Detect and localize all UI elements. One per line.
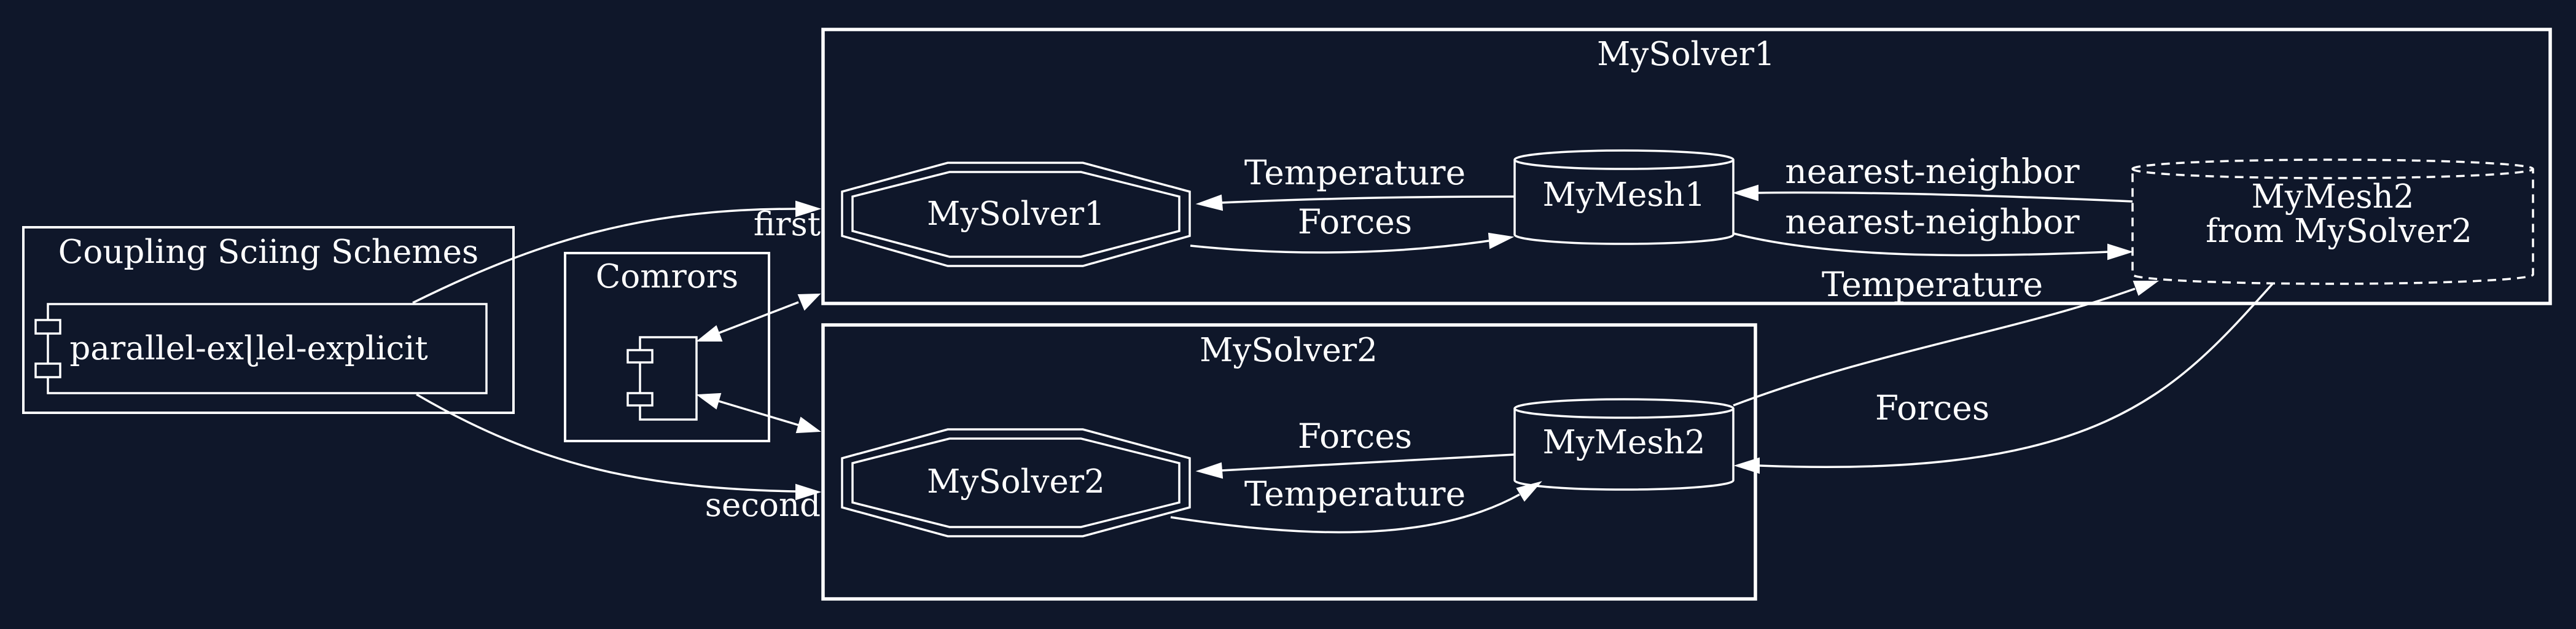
scheme-node[interactable]: parallel-exɭlel-explicit [34, 303, 488, 394]
edge-s2-forces-label: Forces [1298, 416, 1412, 456]
mymesh2-remote-label-line2: from MySolver2 [2206, 213, 2472, 250]
cluster-coupling-schemes: Coupling Sciing Schemes parallel-exɭlel-… [22, 226, 515, 414]
edge-commons-solver1-arrowhead-b [797, 293, 821, 311]
edge-s1-temperature-arrowhead [1195, 194, 1224, 211]
cluster-commons-border [564, 252, 770, 442]
edge-first-arrowhead [795, 200, 822, 217]
edge-nn-top-arrowhead [1732, 184, 1758, 201]
mymesh2-node[interactable]: MyMesh2 [1513, 398, 1735, 491]
cluster-mysolver2-title: MySolver2 [1200, 332, 1378, 369]
mymesh2-remote-label-line1: MyMesh2 [2252, 178, 2414, 216]
mysolver2-outer-octagon [841, 428, 1191, 537]
edge-nn-bottom-arrowhead [2107, 243, 2134, 260]
cluster-mysolver1-border [821, 28, 2552, 305]
mysolver2-node[interactable]: MySolver2 [841, 428, 1191, 537]
edge-cross-temperature-arrowhead [2133, 281, 2160, 296]
edge-commons-solver1 [696, 293, 821, 342]
mymesh2-remote-node[interactable]: MyMesh2 from MySolver2 [2131, 158, 2534, 285]
mymesh2-cylinder [1513, 398, 1735, 491]
mymesh2-cylinder-rim [1513, 408, 1735, 419]
edge-nn-top: nearest-neighbor [1732, 152, 2133, 203]
cluster-coupling-title: Coupling Sciing Schemes [58, 233, 478, 271]
edge-s1-temperature: Temperature [1195, 153, 1515, 211]
edge-s2-forces: Forces [1195, 416, 1515, 479]
mymesh2-label: MyMesh2 [1543, 424, 1706, 461]
cluster-coupling-border [22, 226, 515, 414]
component-icon [34, 319, 61, 378]
edge-s2-temperature: Temperature [1170, 474, 1542, 534]
edge-commons-solver2-arrowhead-a [696, 393, 722, 410]
edge-s1-forces-label: Forces [1298, 202, 1412, 241]
edge-nn-bottom: nearest-neighbor [1733, 202, 2134, 260]
mysolver2-label: MySolver2 [927, 463, 1105, 501]
edge-cross-forces-label: Forces [1875, 388, 1989, 428]
edge-s2-forces-arrowhead [1195, 462, 1224, 479]
edge-first: first [412, 200, 822, 304]
mysolver1-label: MySolver1 [927, 195, 1105, 233]
m2n-node-body [639, 336, 698, 421]
mymesh1-cylinder [1513, 149, 1735, 245]
mysolver2-inner-octagon [851, 437, 1181, 528]
mymesh1-node[interactable]: MyMesh1 [1513, 149, 1735, 245]
edge-commons-solver2-arrowhead-b [795, 416, 821, 434]
mymesh2-remote-cylinder [2131, 158, 2534, 285]
cluster-commons-title: Comrors [596, 258, 739, 295]
edge-nn-bottom-label: nearest-neighbor [1785, 202, 2080, 241]
mymesh1-label: MyMesh1 [1543, 176, 1706, 214]
mysolver1-node[interactable]: MySolver1 [841, 162, 1191, 267]
edge-cross-temperature-label: Temperature [1822, 265, 2043, 304]
edge-first-label: first [754, 206, 821, 243]
edge-commons-solver1-arrowhead-a [696, 325, 723, 342]
edge-second-arrowhead [795, 483, 822, 501]
edge-s1-forces: Forces [1190, 202, 1515, 254]
edge-second-label: second [705, 486, 821, 524]
cluster-commons: Comrors [564, 252, 770, 442]
edge-s2-temperature-label: Temperature [1244, 474, 1466, 514]
scheme-node-label: parallel-exɭlel-explicit [69, 330, 427, 367]
edge-second: second [416, 393, 822, 524]
mysolver1-inner-octagon [851, 171, 1181, 258]
edge-s1-temperature-label: Temperature [1244, 153, 1466, 192]
edge-s2-temperature-arrowhead [1516, 481, 1542, 502]
edge-cross-temperature: Temperature [1733, 265, 2160, 407]
edge-commons-solver2 [696, 393, 821, 434]
cluster-mysolver1-title: MySolver1 [1597, 36, 1775, 73]
component-icon [626, 349, 654, 407]
edge-cross-forces-arrowhead [1733, 457, 1760, 474]
mysolver1-outer-octagon [841, 162, 1191, 267]
mymesh1-cylinder-rim [1513, 159, 1735, 170]
cluster-mysolver2: MySolver2 MySolver2 MyMesh2 [821, 323, 1757, 601]
m2n-node[interactable] [626, 336, 698, 421]
cluster-mysolver1: MySolver1 MySolver1 MyMesh1 MyMesh2 from… [821, 28, 2552, 305]
edge-s1-forces-arrowhead [1488, 232, 1515, 249]
edge-nn-top-label: nearest-neighbor [1785, 152, 2080, 191]
edge-cross-forces: Forces [1733, 283, 2274, 474]
scheme-node-body [47, 303, 488, 394]
